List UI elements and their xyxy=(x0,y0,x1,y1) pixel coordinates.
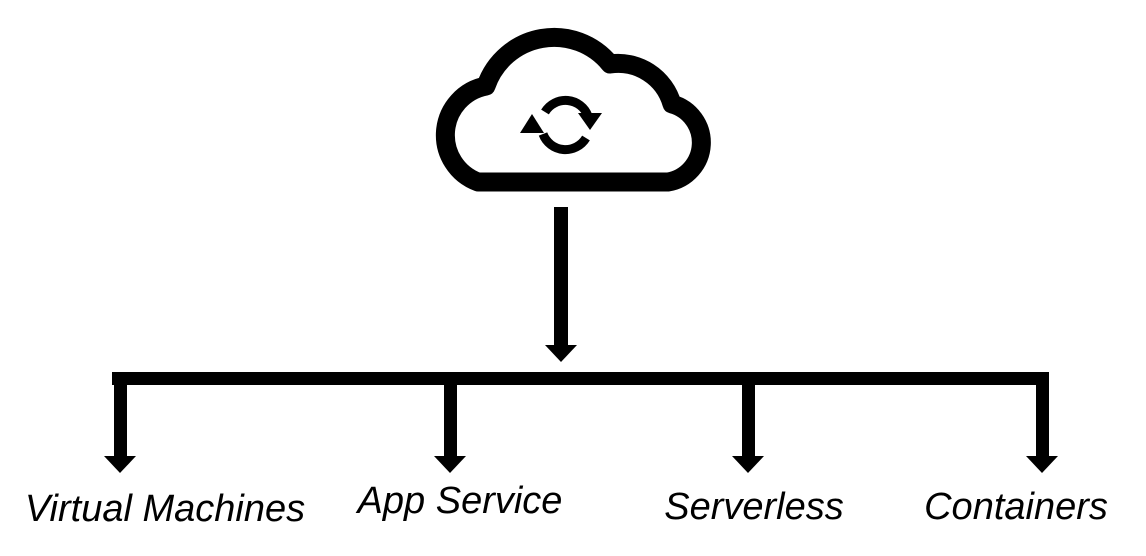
branch-arrow-serverless xyxy=(732,378,764,473)
cloud-sync-icon xyxy=(435,27,711,192)
sync-arrowhead xyxy=(520,114,544,133)
branch-arrow-containers xyxy=(1026,378,1058,473)
sync-arrowhead xyxy=(578,113,602,130)
sync-icon xyxy=(538,95,593,155)
main-connector xyxy=(112,207,1049,385)
label-containers: Containers xyxy=(924,486,1108,528)
branch-arrow-app-service xyxy=(434,378,466,473)
branch-arrows xyxy=(104,378,1058,473)
label-virtual-machines: Virtual Machines xyxy=(24,488,306,530)
label-app-service: App Service xyxy=(357,480,563,522)
branch-arrow-virtual-machines xyxy=(104,378,136,473)
cloud-outline xyxy=(435,27,711,192)
label-serverless: Serverless xyxy=(664,486,844,528)
